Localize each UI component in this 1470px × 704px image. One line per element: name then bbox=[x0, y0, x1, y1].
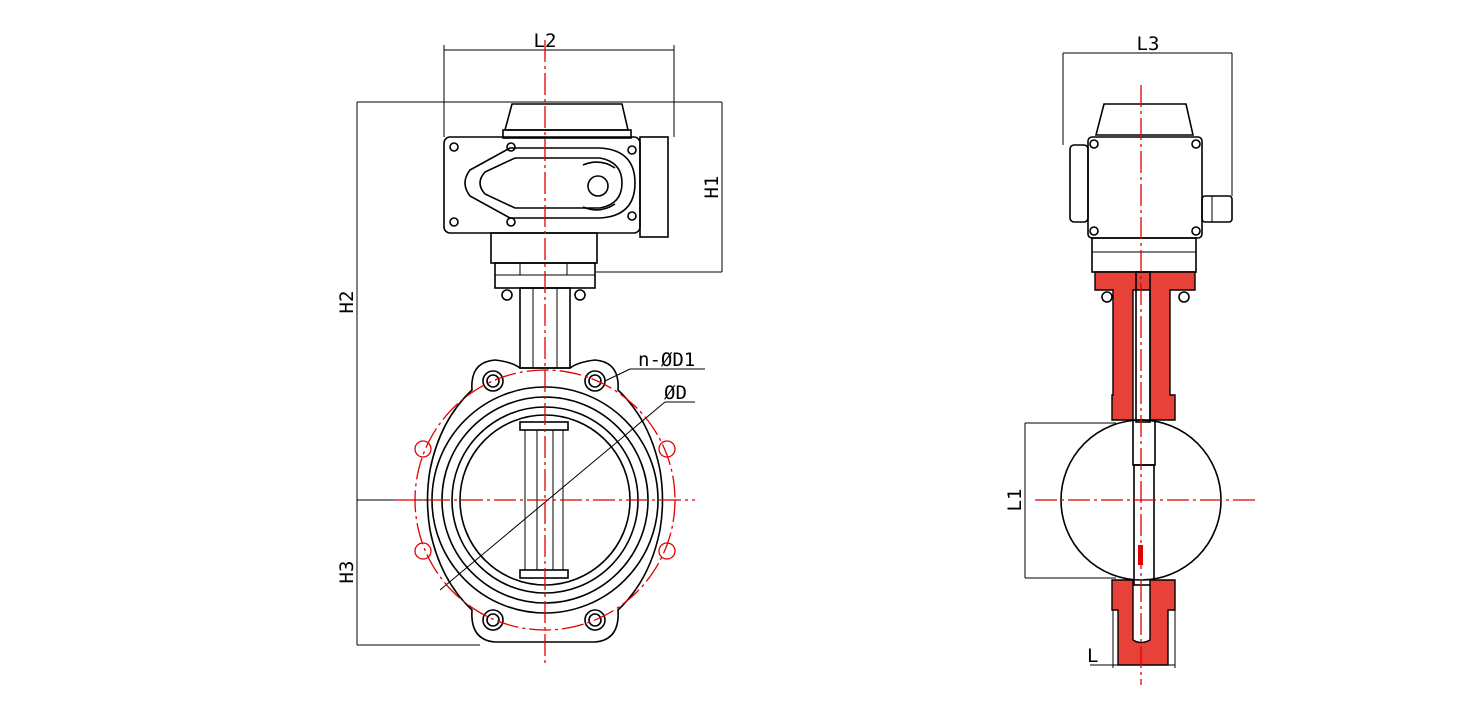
dimension-label-bolt-holes: n-ØD1 bbox=[638, 349, 695, 371]
front-view: L2 H1 H2 H3 n-ØD1 ØD bbox=[336, 30, 723, 665]
dimension-label-bolt-circle: ØD bbox=[664, 382, 687, 404]
dimension-lines bbox=[356, 45, 723, 646]
dimension-label-h2: H2 bbox=[336, 291, 358, 314]
bolt-holes bbox=[482, 370, 606, 631]
dimension-label-l3: L3 bbox=[1137, 33, 1160, 55]
side-view: L3 L1 L bbox=[1004, 33, 1258, 685]
actuator-front bbox=[443, 103, 669, 301]
dimension-label-l: L bbox=[1087, 645, 1098, 667]
actuator-side bbox=[1069, 103, 1233, 273]
dimension-label-l1: L1 bbox=[1004, 489, 1026, 512]
dimension-label-h3: H3 bbox=[336, 561, 358, 584]
dimension-label-h1: H1 bbox=[701, 176, 723, 199]
